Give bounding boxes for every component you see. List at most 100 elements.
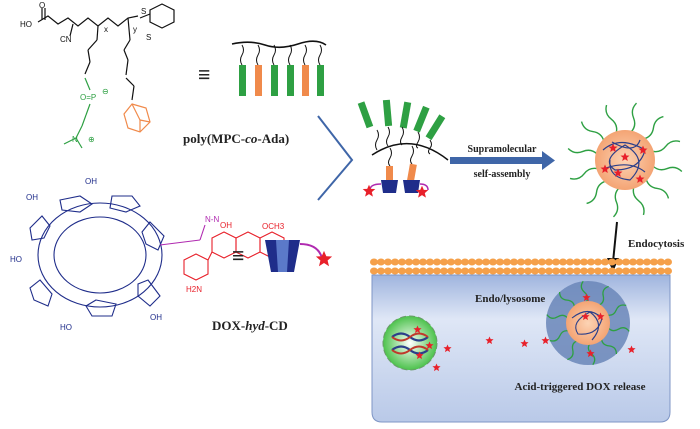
lipid-head [657,267,665,275]
lipid-head [587,258,595,266]
lipid-head [419,258,427,266]
lipid-head [468,258,476,266]
lipid-head [559,258,567,266]
lipid-head [433,258,441,266]
corona-chain [597,285,609,307]
corona-chain [605,304,627,316]
lipid-head [524,258,532,266]
lipid-head [580,258,588,266]
lipid-head [580,267,588,275]
lipid-head [461,258,469,266]
atom-ho: HO [10,255,22,264]
corona-chain [546,314,569,320]
lipid-head [601,267,609,275]
lipid-head [433,267,441,275]
charge-plus: ⊕ [88,135,95,144]
lipid-head [608,258,616,266]
corona-chain [605,104,618,134]
polymer-cartoon [231,40,327,96]
lipid-head [517,267,525,275]
lipid-head [531,258,539,266]
lipid-head [482,258,490,266]
atom-ho: HO [20,20,32,29]
lipid-head [412,267,420,275]
lipid-head [643,258,651,266]
corona-chain [651,140,681,153]
lipid-head [594,258,602,266]
lipid-head [440,267,448,275]
atom-n: N [72,135,78,144]
endocytosis-label: Endocytosis [628,238,685,250]
endolysosome [546,280,636,366]
lipid-head [426,267,434,275]
lipid-head [622,267,630,275]
lipid-head [419,267,427,275]
atom-oh: OH [85,177,97,186]
combine-chevron [317,115,354,201]
adamantane-group [123,103,151,133]
corona-chain [569,167,599,180]
lipid-head [559,267,567,275]
lipid-head [496,267,504,275]
cell-membrane [370,258,672,275]
atom-oh: OH [150,313,162,322]
lipid-head [377,267,385,275]
lipid-head [398,267,406,275]
corona-chain [567,147,599,155]
corona-chain [549,330,571,342]
assembly-label-2: self-assembly [474,169,531,180]
lipid-head [405,267,413,275]
lipid-head [573,258,581,266]
polymer-structure [37,3,175,101]
lipid-head [531,267,539,275]
lipid-head [650,267,658,275]
atom-ho: HO [60,323,72,332]
lipid-head [440,258,448,266]
lipid-head [503,267,511,275]
lipid-head [510,258,518,266]
polymer-name: poly(MPC-co-Ada) [183,131,289,146]
charge-minus: ⊖ [102,87,109,96]
self-assembly-arrow [450,151,555,170]
polymer-atom-labels: HO O CN x y S S O=P ⊖ N ⊕ [20,1,151,144]
lipid-head [552,267,560,275]
subscript-y: y [133,25,137,34]
lipid-head [384,258,392,266]
host-guest-complex [357,99,449,198]
lipid-head [664,258,672,266]
lipid-head [412,258,420,266]
lipid-head [496,258,504,266]
lipid-head [461,267,469,275]
lipid-head [391,267,399,275]
equiv-symbol-2: ≡ [232,243,245,268]
lipid-head [370,258,378,266]
lipid-head [552,258,560,266]
lipid-head [538,267,546,275]
lipid-head [475,267,483,275]
atom-oh: OH [26,193,38,202]
lipid-head [510,267,518,275]
lipid-head [566,267,574,275]
corona-chain [651,165,683,173]
lipid-head [370,267,378,275]
lipid-head [615,258,623,266]
lipid-head [482,267,490,275]
lipid-head [538,258,546,266]
lipid-head [545,267,553,275]
corona-chain [567,339,579,361]
corona-chain [630,102,638,134]
lipid-head [545,258,553,266]
cyclodextrin-structure [29,195,206,317]
atom-nn: N-N [205,215,219,224]
lipid-head [489,267,497,275]
lipid-head [447,267,455,275]
atom-och3: OCH3 [262,222,285,231]
lipid-head [475,258,483,266]
endolysosome-label: Endo/lysosome [475,293,545,305]
lipid-head [405,258,413,266]
lipid-head [517,258,525,266]
atom-cn: CN [60,35,72,44]
lipid-head [398,258,406,266]
